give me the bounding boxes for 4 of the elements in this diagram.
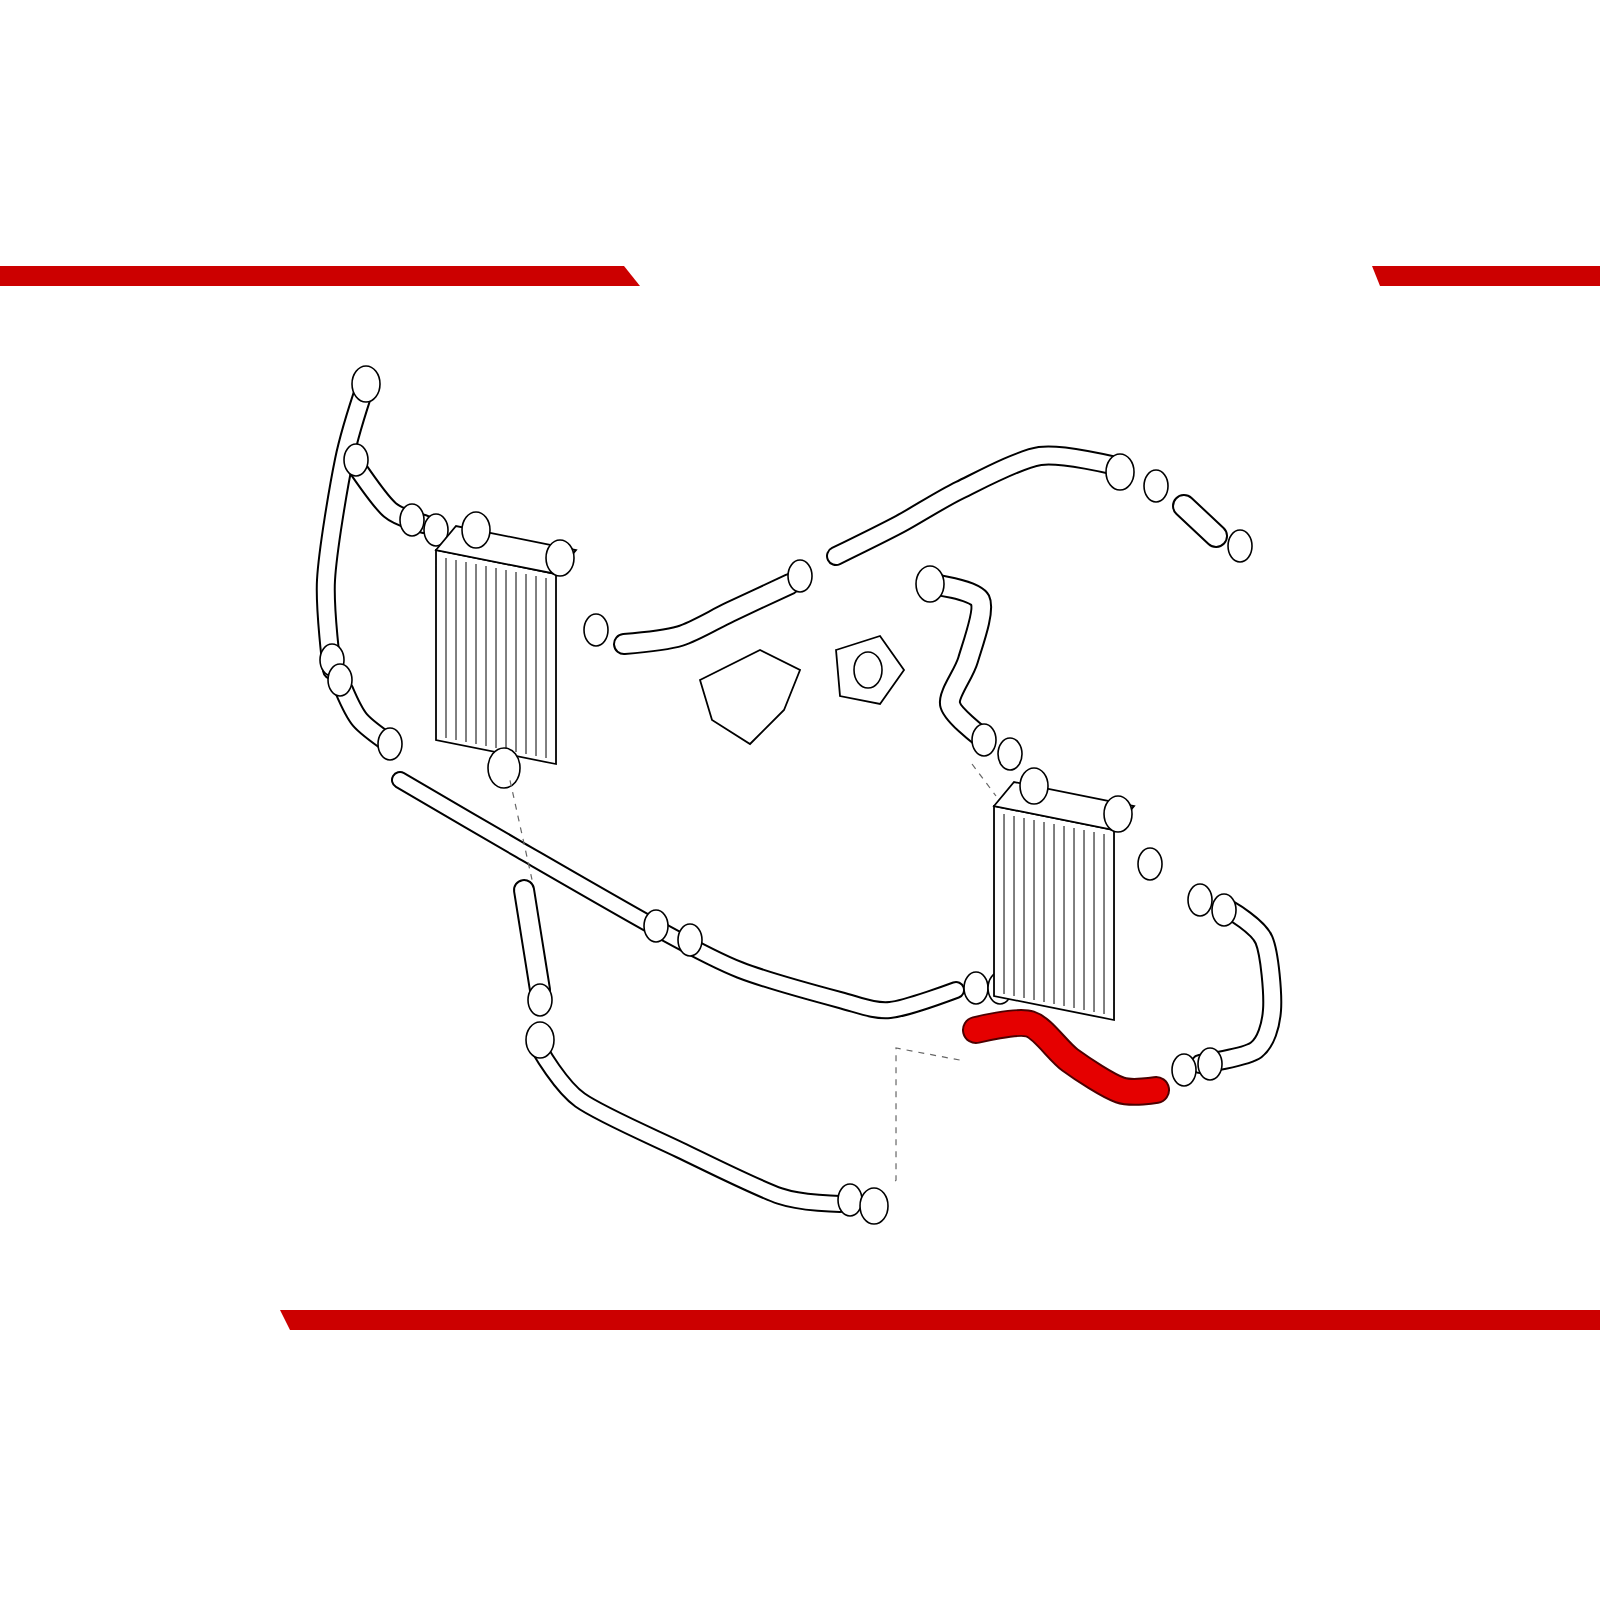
part-drawing: [859, 1187, 889, 1225]
part-drawing: [513, 879, 553, 1017]
part-drawing: [962, 1009, 1170, 1106]
leader-line: [509, 779, 533, 881]
